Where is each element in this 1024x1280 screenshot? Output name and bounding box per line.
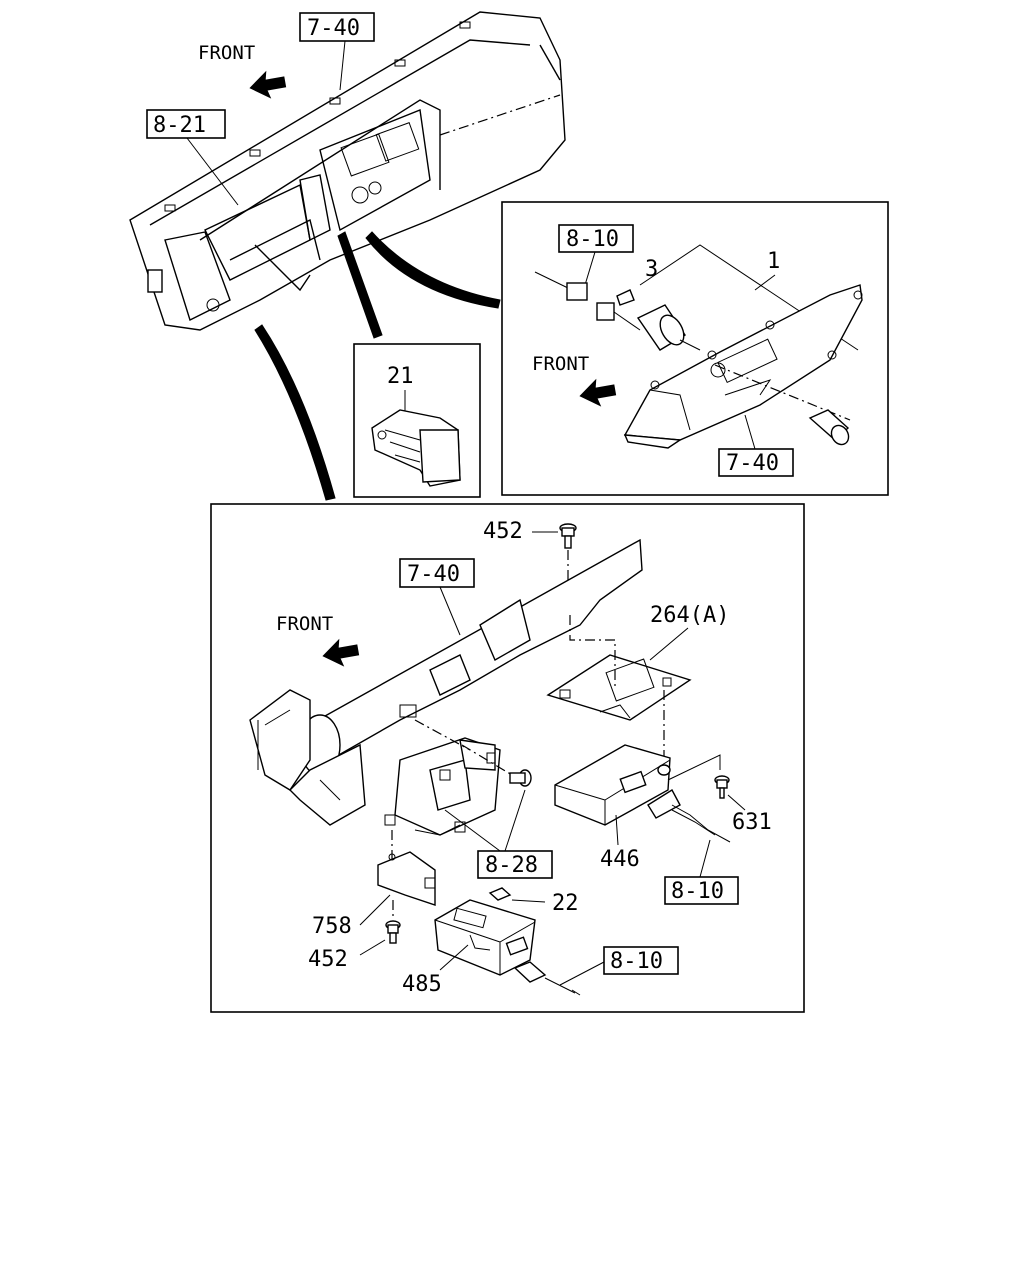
ref-box-cluster bbox=[146, 109, 226, 139]
harness-connector-446 bbox=[647, 789, 731, 843]
ref-box-beam bbox=[399, 558, 475, 588]
lighter-panel bbox=[623, 284, 863, 449]
front-arrow-top-icon bbox=[249, 70, 287, 99]
front-label-inset: FRONT bbox=[532, 353, 589, 375]
part-label-22: 22 bbox=[552, 891, 579, 916]
part-label-631: 631 bbox=[732, 810, 772, 835]
inset-switch-frame bbox=[353, 343, 481, 498]
part-label-264a: 264(A) bbox=[650, 603, 729, 628]
bolt-bracket bbox=[509, 769, 532, 787]
control-unit-485 bbox=[434, 899, 536, 976]
front-arrow-inset-icon bbox=[579, 378, 617, 407]
bolt-452-bottom bbox=[385, 920, 401, 944]
bolt-452-top bbox=[559, 523, 577, 549]
connector-block bbox=[566, 282, 588, 301]
ref-label-harness-a: 8-10 bbox=[671, 879, 724, 904]
ref-label-inset-connector: 8-10 bbox=[566, 227, 619, 252]
ref-label-inset-panel: 7-40 bbox=[726, 451, 779, 476]
ref-label-harness-b: 8-10 bbox=[610, 949, 663, 974]
inset-panel-frame bbox=[501, 201, 889, 496]
bracket-8-28-assembly bbox=[384, 737, 501, 836]
ref-box-dash bbox=[299, 12, 375, 42]
lower-assembly-frame bbox=[210, 503, 805, 1013]
part-label-485: 485 bbox=[402, 972, 442, 997]
ref-box-harness-b bbox=[603, 946, 679, 975]
ref-label-beam: 7-40 bbox=[407, 562, 460, 587]
front-label-lower: FRONT bbox=[276, 613, 333, 635]
ref-label-cluster: 8-21 bbox=[153, 113, 206, 138]
ref-label-bracket: 8-28 bbox=[485, 853, 538, 878]
lighter-element bbox=[636, 304, 701, 351]
cross-beam bbox=[249, 538, 643, 826]
harness-connector-485 bbox=[513, 961, 581, 996]
bracket-758 bbox=[377, 851, 436, 906]
front-arrow-lower-icon bbox=[322, 638, 360, 667]
screw-631 bbox=[714, 775, 730, 799]
part-label-452-top: 452 bbox=[483, 519, 523, 544]
part-label-3: 3 bbox=[645, 257, 658, 282]
part-label-452-bottom: 452 bbox=[308, 947, 348, 972]
control-unit-446 bbox=[554, 744, 671, 826]
switch-21-part bbox=[371, 409, 461, 487]
front-label-top: FRONT bbox=[198, 42, 255, 64]
ref-box-harness-a bbox=[664, 876, 739, 905]
part-label-758: 758 bbox=[312, 914, 352, 939]
part-label-446: 446 bbox=[600, 847, 640, 872]
ref-box-inset-panel bbox=[718, 448, 794, 477]
ref-label-dash: 7-40 bbox=[307, 16, 360, 41]
lighter-plug bbox=[808, 409, 850, 446]
bracket-264a bbox=[546, 654, 692, 721]
part-label-21: 21 bbox=[387, 364, 414, 389]
part-label-1: 1 bbox=[767, 249, 780, 274]
dashboard-assembly bbox=[129, 11, 566, 331]
ref-box-bracket bbox=[477, 850, 553, 879]
part-22 bbox=[488, 887, 512, 901]
ref-box-inset-connector bbox=[558, 224, 634, 253]
